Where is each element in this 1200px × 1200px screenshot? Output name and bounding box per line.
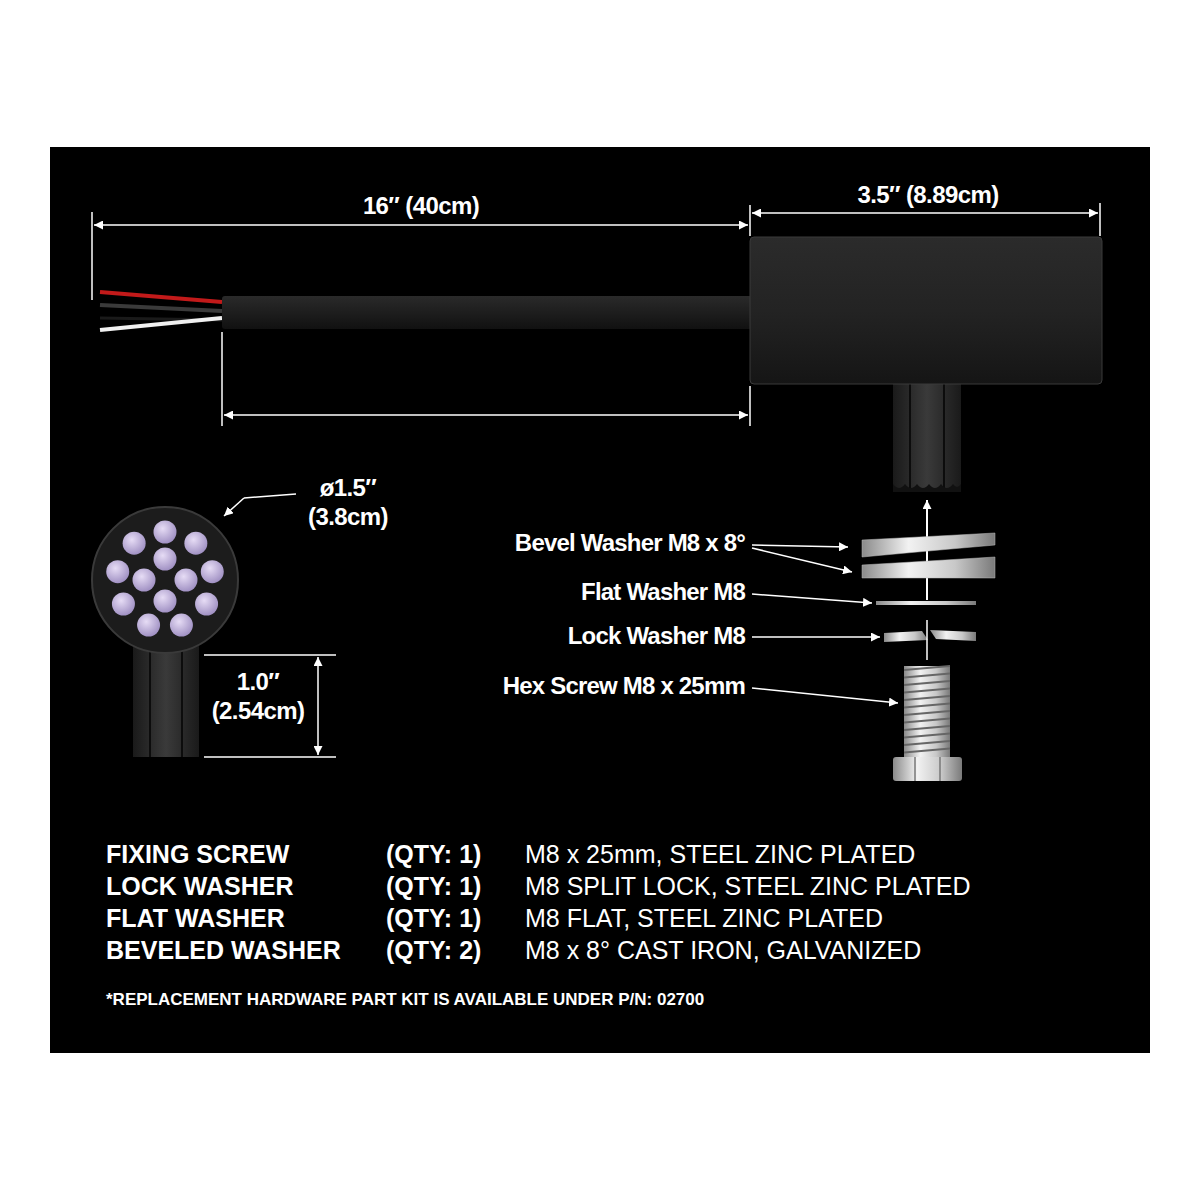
dimension-lines-part xyxy=(749,205,751,236)
end-view-part-part xyxy=(137,614,160,637)
end-view-part-part xyxy=(201,560,224,583)
table-cell: M8 x 25mm, STEEL ZINC PLATED xyxy=(525,839,915,869)
table-cell: FLAT WASHER xyxy=(106,903,285,933)
part-name: Lock Washer M8 xyxy=(568,622,745,651)
table-cell: FIXING SCREW xyxy=(106,839,289,869)
mounting-hardware-part-part xyxy=(904,689,950,693)
cable-part xyxy=(100,292,222,302)
leader-lines-part xyxy=(752,636,880,638)
end-view-part xyxy=(92,507,238,653)
mounting-hardware-part-part xyxy=(904,681,950,685)
cable xyxy=(100,292,752,330)
mounting-hardware-part xyxy=(926,620,928,660)
mounting-hardware-part xyxy=(939,757,941,781)
end-view-part xyxy=(106,521,224,637)
end-view-part-part xyxy=(154,521,177,544)
mounting-hardware-part xyxy=(930,630,976,641)
dimension-lines-part xyxy=(91,212,93,300)
light-body xyxy=(750,237,1102,492)
mounting-hardware-part xyxy=(862,533,995,557)
mounting-hardware xyxy=(862,500,995,781)
dimension-lines-part xyxy=(752,212,1098,214)
end-view-part-part xyxy=(175,569,198,592)
mounting-hardware-part xyxy=(904,666,950,758)
table-cell: LOCK WASHER xyxy=(106,871,294,901)
light-body-part xyxy=(909,384,911,490)
cable-part xyxy=(222,296,752,329)
table-cell: M8 FLAT, STEEL ZINC PLATED xyxy=(525,903,883,933)
black-panel xyxy=(50,147,1150,1053)
end-view-part xyxy=(149,640,151,757)
mounting-hardware-part-part xyxy=(904,711,950,715)
mounting-hardware-part-part xyxy=(904,749,950,753)
leader-lines xyxy=(752,545,898,703)
end-view-part xyxy=(133,636,199,757)
end-view-part-part xyxy=(154,590,177,613)
dimension-label: ø1.5″ (3.8cm) xyxy=(293,474,403,532)
part-name: Bevel Washer M8 x 8° xyxy=(515,529,745,558)
light-body-part xyxy=(893,380,961,490)
light-body-part xyxy=(943,384,945,490)
mounting-hardware-part xyxy=(862,557,995,578)
mounting-hardware-part xyxy=(893,757,962,781)
dimension-label: 3.5″ (8.89cm) xyxy=(857,181,998,210)
mounting-hardware-part-part xyxy=(904,719,950,723)
part-name: Flat Washer M8 xyxy=(581,578,745,607)
mounting-hardware-part xyxy=(904,666,950,753)
leader-lines-part xyxy=(752,545,848,547)
table-cell: M8 SPLIT LOCK, STEEL ZINC PLATED xyxy=(525,871,971,901)
part-name: Hex Screw M8 x 25mm xyxy=(503,672,745,701)
table-cell: (QTY: 1) xyxy=(386,871,481,901)
mounting-hardware-part-part xyxy=(904,726,950,730)
dimension-label: 1.0″ (2.54cm) xyxy=(203,668,313,726)
leader-lines-part xyxy=(752,688,898,703)
dimension-label: 16″ (40cm) xyxy=(363,192,479,221)
dimension-lines-part xyxy=(749,386,751,426)
dimension-lines-part xyxy=(94,224,748,226)
mounting-hardware-part-part xyxy=(904,674,950,678)
dimension-lines-part xyxy=(204,756,336,758)
mounting-hardware-part-part xyxy=(904,696,950,700)
table-cell: (QTY: 1) xyxy=(386,903,481,933)
table-cell: M8 x 8° CAST IRON, GALVANIZED xyxy=(525,935,921,965)
end-view-part xyxy=(181,640,183,757)
end-view-part-part xyxy=(170,614,193,637)
mounting-hardware-part xyxy=(914,757,916,781)
mounting-hardware-part xyxy=(876,601,976,605)
light-body-part xyxy=(893,484,961,492)
end-view-part-part xyxy=(112,593,135,616)
footnote: *REPLACEMENT HARDWARE PART KIT IS AVAILA… xyxy=(106,990,704,1010)
end-view-part-part xyxy=(123,532,146,555)
light-body-part xyxy=(750,237,1102,384)
end-view-part-part xyxy=(195,593,218,616)
cable-part xyxy=(100,318,222,330)
table-cell: (QTY: 2) xyxy=(386,935,481,965)
dimension-lines-part xyxy=(221,332,223,426)
table-cell: (QTY: 1) xyxy=(386,839,481,869)
dimension-lines-part xyxy=(1099,203,1101,236)
dimension-lines-part xyxy=(244,494,296,498)
mounting-hardware-part-part xyxy=(904,666,950,670)
dimension-lines-part xyxy=(317,657,319,755)
leader-lines-part xyxy=(752,548,852,572)
mounting-hardware-part xyxy=(884,631,928,642)
end-view-part-part xyxy=(154,548,177,571)
dimension-lines-part xyxy=(204,654,336,656)
leader-lines-part xyxy=(752,594,872,603)
mounting-hardware-part-part xyxy=(904,741,950,745)
mounting-hardware-part-part xyxy=(904,704,950,708)
end-view-part-part xyxy=(133,569,156,592)
end-view-part-part xyxy=(184,532,207,555)
table-cell: BEVELED WASHER xyxy=(106,935,341,965)
end-view-part-part xyxy=(106,560,129,583)
cable-part xyxy=(100,305,222,311)
dimension-lines-part xyxy=(224,498,244,516)
mounting-hardware-part-part xyxy=(904,734,950,738)
dimension-lines-part xyxy=(224,414,748,416)
